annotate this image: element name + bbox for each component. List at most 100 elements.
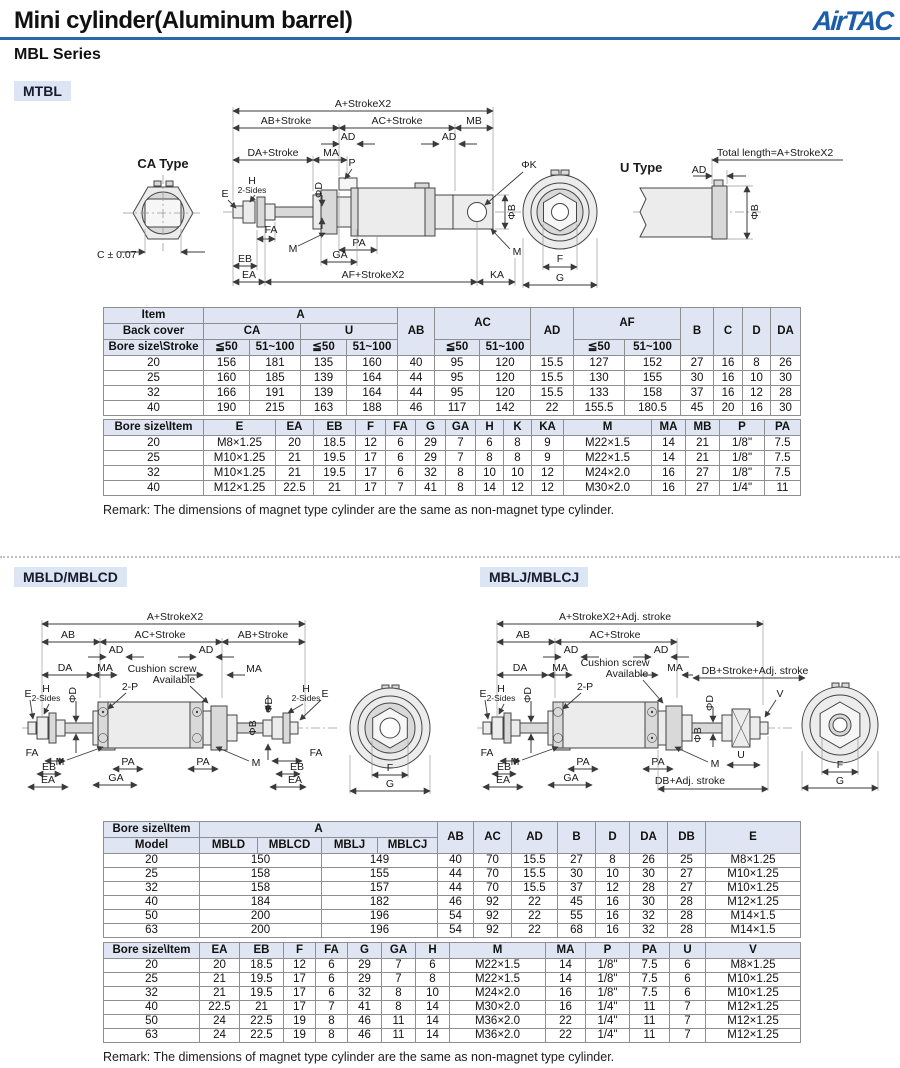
col-header: Model bbox=[103, 837, 200, 854]
col-header: E bbox=[705, 821, 801, 854]
callout-e: E bbox=[221, 188, 228, 200]
table-cell: 6 bbox=[315, 986, 348, 1001]
section-badge-mbld: MBLD/MBLCD bbox=[14, 567, 127, 587]
table-cell: 200 bbox=[199, 923, 322, 938]
table-cell: 17 bbox=[283, 972, 316, 987]
callout-e-left: E bbox=[24, 688, 31, 700]
col-header: E bbox=[203, 419, 276, 436]
table-cell: 16 bbox=[713, 385, 743, 401]
col-header: CA bbox=[203, 323, 301, 340]
col-header: EB bbox=[239, 942, 284, 959]
section-separator bbox=[0, 556, 900, 558]
mtbl-side-view bbox=[223, 177, 525, 237]
col-header: F bbox=[355, 419, 386, 436]
table-cell: 1/4" bbox=[585, 1000, 630, 1015]
dim-ad-right: AD bbox=[199, 644, 214, 656]
table-cell: 28 bbox=[667, 909, 706, 924]
table-cell: 15.5 bbox=[530, 385, 574, 401]
table-cell: 12 bbox=[531, 480, 564, 496]
table-cell: 10 bbox=[503, 465, 532, 481]
table-cell: 25 bbox=[103, 370, 204, 386]
table-cell: 44 bbox=[437, 867, 474, 882]
col-header: FA bbox=[385, 419, 416, 436]
col-header: MBLCJ bbox=[377, 837, 438, 854]
table-cell: 10 bbox=[595, 867, 630, 882]
table-cell: 11 bbox=[629, 1014, 670, 1029]
page-title: Mini cylinder(Aluminum barrel) bbox=[14, 7, 353, 34]
table-cell: 40 bbox=[437, 853, 474, 868]
dim-eb: EB bbox=[497, 761, 511, 773]
mtbl-technical-drawing: CA Type C ± 0.07 A+StrokeX2 AB+Stroke bbox=[97, 98, 843, 289]
col-header: F bbox=[283, 942, 316, 959]
table-cell: 16 bbox=[742, 400, 771, 416]
table-cell: 25 bbox=[103, 867, 200, 882]
table-cell: 95 bbox=[434, 370, 480, 386]
table-cell: 16 bbox=[595, 923, 630, 938]
table-cell: 20 bbox=[103, 355, 204, 371]
dim-fa: FA bbox=[481, 747, 494, 759]
table-cell: 92 bbox=[473, 909, 512, 924]
table-cell: M12×1.25 bbox=[705, 1000, 801, 1015]
dim-fa-right: FA bbox=[310, 747, 323, 759]
dim-u-ad: AD bbox=[692, 164, 707, 176]
table-cell: 29 bbox=[347, 958, 382, 973]
table-cell: 10 bbox=[742, 370, 771, 386]
table-cell: 28 bbox=[770, 385, 801, 401]
table-cell: 27 bbox=[680, 355, 714, 371]
table-cell: 16 bbox=[545, 986, 586, 1001]
table-cell: 7 bbox=[669, 1000, 706, 1015]
callout-h-left: H bbox=[42, 683, 50, 695]
table-cell: M10×1.25 bbox=[203, 465, 276, 481]
table-cell: 120 bbox=[479, 355, 531, 371]
table-cell: 95 bbox=[434, 385, 480, 401]
mbld-front-view bbox=[349, 684, 431, 769]
table-cell: 22.5 bbox=[275, 480, 314, 496]
callout-phi-k: ΦK bbox=[521, 159, 536, 171]
col-header: P bbox=[585, 942, 630, 959]
table-cell: 215 bbox=[249, 400, 301, 416]
dim-ab-stroke: AB+Stroke bbox=[238, 629, 289, 641]
table-cell: 15.5 bbox=[511, 853, 558, 868]
table-cell: 12 bbox=[531, 465, 564, 481]
table-cell: 44 bbox=[437, 881, 474, 896]
table-cell: 14 bbox=[415, 1000, 450, 1015]
col-header: ≦50 bbox=[203, 339, 250, 356]
table-cell: 26 bbox=[770, 355, 801, 371]
table-cell: 9 bbox=[531, 450, 564, 466]
table-cell: 17 bbox=[355, 480, 386, 496]
table-cell: 30 bbox=[629, 895, 668, 910]
col-header: 51~100 bbox=[479, 339, 531, 356]
remark-text: Remark: The dimensions of magnet type cy… bbox=[103, 1050, 615, 1064]
ca-type-label: CA Type bbox=[137, 156, 188, 171]
col-header: ≦50 bbox=[573, 339, 625, 356]
dim-u: U bbox=[737, 749, 745, 761]
table-cell: 28 bbox=[667, 923, 706, 938]
callout-h: H bbox=[497, 683, 505, 695]
mblj-technical-drawing: A+StrokeX2+Adj. stroke AB AC+Stroke AD A… bbox=[477, 611, 879, 793]
table-cell: 6 bbox=[415, 958, 450, 973]
col-header: DB bbox=[667, 821, 706, 854]
col-header: ≦50 bbox=[434, 339, 480, 356]
dim-ga: GA bbox=[332, 249, 347, 261]
callout-m-left: M bbox=[56, 756, 65, 768]
table-cell: 196 bbox=[321, 909, 438, 924]
table-cell: 22.5 bbox=[199, 1000, 240, 1015]
col-header: B bbox=[680, 307, 714, 356]
table-cell: 20 bbox=[103, 435, 204, 451]
table-cell: M10×1.25 bbox=[203, 450, 276, 466]
col-header: AB bbox=[397, 307, 435, 356]
table-cell: 46 bbox=[347, 1028, 382, 1043]
section-badge-mtbl: MTBL bbox=[14, 81, 71, 101]
table-cell: 14 bbox=[415, 1014, 450, 1029]
table-cell: 14 bbox=[545, 958, 586, 973]
table-cell: 40 bbox=[103, 895, 200, 910]
dim-f: F bbox=[387, 762, 393, 774]
table-cell: 50 bbox=[103, 909, 200, 924]
dim-a-strokex2: A+StrokeX2 bbox=[147, 611, 203, 623]
dim-eb: EB bbox=[238, 253, 252, 265]
table-cell: 7 bbox=[669, 1028, 706, 1043]
dim-pa-left: PA bbox=[576, 756, 589, 768]
table-cell: M8×1.25 bbox=[705, 853, 801, 868]
